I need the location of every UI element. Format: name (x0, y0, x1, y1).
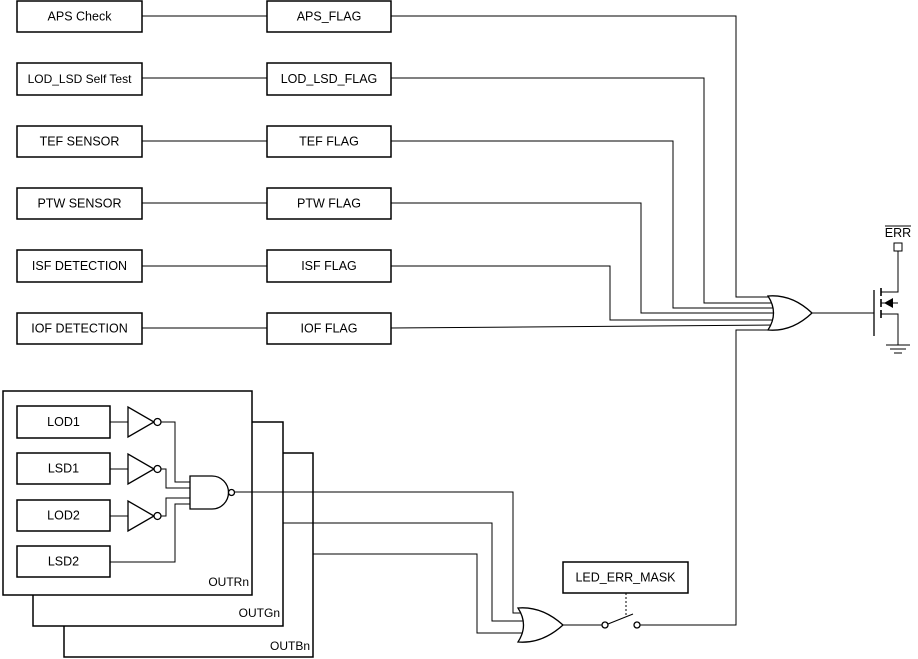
nand-bubble (227, 488, 236, 497)
frame-label: OUTRn (208, 575, 249, 589)
source-box-aps: APS Check (16, 0, 143, 33)
flag-bus-wire (391, 77, 775, 304)
nand-gate (189, 475, 236, 510)
source-label: ISF DETECTION (32, 259, 127, 273)
flag-label: ISF FLAG (301, 259, 357, 273)
flag-label: LOD_LSD_FLAG (281, 72, 378, 86)
error-source-chain: APS Check LOD_LSD Self Test TEF SENSOR P… (16, 0, 776, 345)
source-label: PTW SENSOR (37, 197, 121, 211)
mask-label: LED_ERR_MASK (575, 571, 676, 585)
mask-switch (601, 593, 641, 629)
flag-label: PTW FLAG (297, 197, 361, 211)
flag-label: APS_FLAG (297, 10, 362, 24)
flag-box-lod-lsd: LOD_LSD_FLAG (266, 62, 392, 96)
channel-inputs: LOD1 LSD1 LOD2 LSD2 (16, 405, 111, 578)
flag-bus-wire (390, 324, 776, 329)
switch-lever (607, 613, 634, 625)
mask-feedback-wire (640, 329, 775, 626)
input-label: LSD1 (48, 462, 79, 476)
switch-contact (601, 621, 609, 629)
flag-box-iof: IOF FLAG (266, 312, 392, 345)
source-label: IOF DETECTION (31, 322, 128, 336)
input-label: LOD2 (47, 509, 80, 523)
inverter-lod2 (110, 497, 190, 533)
flag-bus-wire (391, 15, 775, 298)
flag-box-ptw: PTW FLAG (266, 187, 392, 220)
flag-bus-wire (391, 140, 775, 309)
led-err-mask-box: LED_ERR_MASK (562, 561, 689, 594)
flag-box-aps: APS_FLAG (266, 0, 392, 33)
mask-or-gate (516, 607, 564, 643)
flag-bus-wire (391, 202, 775, 314)
source-label: APS Check (48, 10, 113, 24)
switch-contact (633, 621, 641, 629)
flag-label: TEF FLAG (299, 135, 359, 149)
source-box-isf: ISF DETECTION (16, 249, 143, 283)
inverter-lod1 (110, 405, 190, 483)
flag-bus-wire (391, 265, 775, 321)
input-box-lod1: LOD1 (16, 405, 111, 439)
input-label: LSD2 (48, 555, 79, 569)
outrn-wire (235, 491, 525, 614)
flag-box-tef: TEF FLAG (266, 125, 392, 158)
output-mosfet: ERR (873, 225, 911, 345)
source-label: TEF SENSOR (40, 135, 120, 149)
input-label: LOD1 (47, 415, 80, 429)
flag-box-isf: ISF FLAG (266, 249, 392, 283)
input-box-lsd1: LSD1 (16, 452, 111, 485)
input-box-lsd2: LSD2 (16, 545, 111, 578)
outbn-wire (313, 553, 525, 634)
err-pin-terminal (893, 242, 903, 252)
source-box-ptw: PTW SENSOR (16, 187, 143, 220)
source-label: LOD_LSD Self Test (28, 72, 132, 86)
input-box-lod2: LOD2 (16, 499, 111, 532)
frame-label: OUTGn (239, 606, 280, 620)
inverter-lsd1 (110, 452, 190, 489)
ground-icon (886, 344, 910, 354)
outgn-wire (283, 522, 525, 622)
err-pin-label: ERR (885, 226, 911, 240)
source-box-lod-lsd: LOD_LSD Self Test (16, 62, 143, 96)
main-or-gate (766, 295, 813, 331)
arrow-icon (884, 298, 893, 308)
flag-label: IOF FLAG (301, 322, 358, 336)
lsd2-wire (110, 503, 190, 563)
source-box-tef: TEF SENSOR (16, 125, 143, 158)
frame-label: OUTBn (270, 639, 310, 653)
source-box-iof: IOF DETECTION (16, 312, 143, 345)
